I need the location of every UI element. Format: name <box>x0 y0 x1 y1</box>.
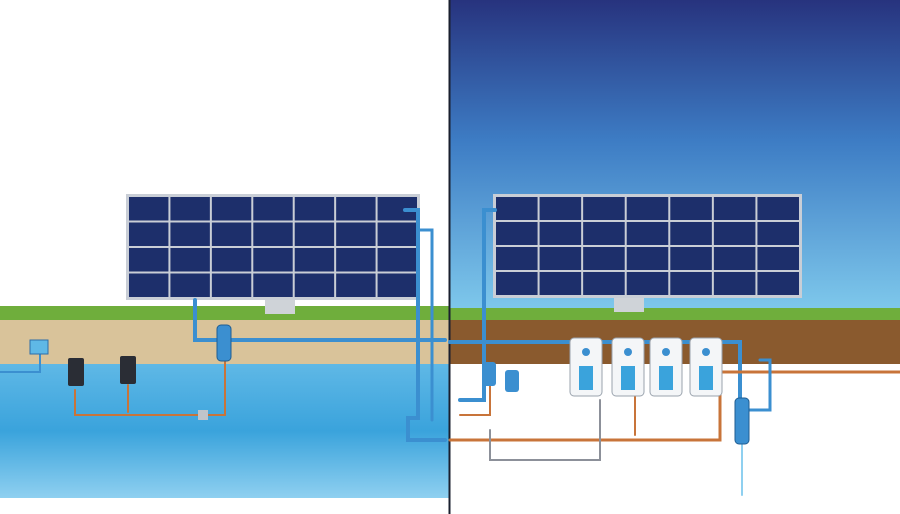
solar-cell <box>670 272 712 295</box>
left-meter-2 <box>120 356 136 384</box>
solar-cell <box>377 273 417 297</box>
solar-cell <box>583 272 625 295</box>
solar-cell <box>496 197 538 220</box>
solar-cell <box>294 273 335 297</box>
right-blue-pipe-top <box>458 208 497 402</box>
right-copper-pipe-1 <box>448 370 900 442</box>
solar-cell <box>170 273 210 297</box>
left-grass <box>0 306 449 320</box>
left-filter-unit <box>216 324 232 362</box>
solar-cell <box>377 248 417 272</box>
solar-cell <box>626 247 669 270</box>
solar-cell <box>129 222 169 246</box>
right-pump-1 <box>482 362 496 386</box>
solar-cell <box>336 197 376 221</box>
solar-cell <box>377 197 417 221</box>
tank-gauge-icon <box>662 348 670 356</box>
right-storage-tanks <box>569 337 723 397</box>
left-ground-bottom <box>0 498 449 514</box>
left-copper-pipe <box>74 359 226 416</box>
solar-cell <box>253 197 293 221</box>
solar-cell <box>253 273 293 297</box>
solar-cell <box>713 272 756 295</box>
solar-cell <box>713 247 756 270</box>
tank-gauge-icon <box>624 348 632 356</box>
right-pump-2 <box>505 370 519 392</box>
right-gray-pipe <box>489 399 601 461</box>
solar-cell <box>757 197 799 220</box>
right-blue-pipe-main <box>448 340 742 402</box>
solar-cell <box>294 197 335 221</box>
solar-cell <box>626 197 669 220</box>
solar-cell <box>670 247 712 270</box>
left-pipes <box>0 208 447 442</box>
solar-cell <box>211 222 252 246</box>
solar-cell <box>294 222 335 246</box>
solar-cell <box>583 247 625 270</box>
left-control-box <box>29 339 49 355</box>
left-valve <box>198 410 208 420</box>
solar-cell <box>539 247 582 270</box>
solar-cell <box>670 222 712 245</box>
right-filter-unit <box>734 397 750 445</box>
tank-water-level <box>659 366 673 390</box>
tank-gauge-icon <box>702 348 710 356</box>
right-solar-panel <box>493 194 802 298</box>
right-panel-stand <box>614 296 644 312</box>
tank-gauge-icon <box>582 348 590 356</box>
solar-cell <box>713 222 756 245</box>
solar-cell <box>713 197 756 220</box>
solar-cell <box>170 222 210 246</box>
solar-cell <box>583 197 625 220</box>
solar-cell <box>496 222 538 245</box>
solar-cell <box>670 197 712 220</box>
tank-water-level <box>621 366 635 390</box>
solar-cell <box>757 247 799 270</box>
solar-cell <box>626 222 669 245</box>
solar-cell <box>496 272 538 295</box>
solar-cell <box>253 248 293 272</box>
solar-cell <box>539 197 582 220</box>
solar-cell <box>211 248 252 272</box>
solar-cell <box>129 197 169 221</box>
solar-cell <box>757 272 799 295</box>
solar-cell <box>129 248 169 272</box>
right-pipes <box>448 208 900 496</box>
solar-cell <box>626 272 669 295</box>
solar-cell <box>377 222 417 246</box>
solar-cell <box>253 222 293 246</box>
left-solar-panel <box>126 194 420 300</box>
solar-cell <box>211 197 252 221</box>
solar-cell <box>170 248 210 272</box>
solar-cell <box>170 197 210 221</box>
solar-cell <box>539 272 582 295</box>
right-outlet-pipe <box>743 358 772 412</box>
solar-cell <box>336 222 376 246</box>
left-blue-pipe-inner <box>418 228 434 422</box>
solar-cell <box>539 222 582 245</box>
solar-cell <box>583 222 625 245</box>
solar-cell <box>294 248 335 272</box>
solar-cell <box>496 247 538 270</box>
solar-cell <box>336 273 376 297</box>
right-grass <box>450 308 900 320</box>
solar-cell <box>211 273 252 297</box>
tank-water-level <box>699 366 713 390</box>
left-panel-stand <box>265 298 295 314</box>
solar-cell <box>129 273 169 297</box>
solar-cell <box>757 222 799 245</box>
left-blue-pipe-main <box>403 208 447 442</box>
solar-cell <box>336 248 376 272</box>
left-blue-pipe-horizontal <box>193 298 447 342</box>
left-meter-1 <box>68 358 84 386</box>
tank-water-level <box>579 366 593 390</box>
